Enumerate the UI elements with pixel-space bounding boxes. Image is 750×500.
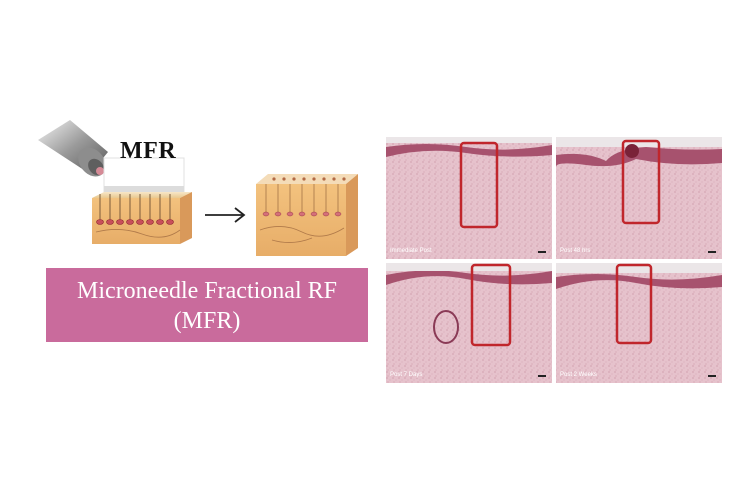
title-banner: Microneedle Fractional RF (MFR) xyxy=(46,268,368,342)
handpiece-icon xyxy=(38,120,108,177)
microneedle-device-illustration xyxy=(38,120,192,244)
panel-caption-3: Post 7 Days xyxy=(390,372,423,378)
skin-block-after xyxy=(256,174,358,256)
histology-panel-4 xyxy=(556,263,722,383)
histology-panel-3 xyxy=(386,263,552,383)
arrow-right-icon xyxy=(205,207,246,223)
histology-grid: Immediate Post Post 48 hrs Post 7 Days P… xyxy=(386,137,722,383)
panel-caption-1: Immediate Post xyxy=(390,248,432,254)
skin-block-before xyxy=(92,192,192,244)
banner-subtitle: (MFR) xyxy=(173,308,241,334)
device-label: MFR xyxy=(120,138,177,164)
panel-caption-2: Post 48 hrs xyxy=(560,248,591,254)
histology-panel-1 xyxy=(386,137,552,259)
panel-caption-4: Post 2 Weeks xyxy=(560,372,597,378)
banner-title: Microneedle Fractional RF xyxy=(77,278,337,304)
histology-panel-2 xyxy=(556,137,722,259)
histology-images xyxy=(386,137,722,383)
